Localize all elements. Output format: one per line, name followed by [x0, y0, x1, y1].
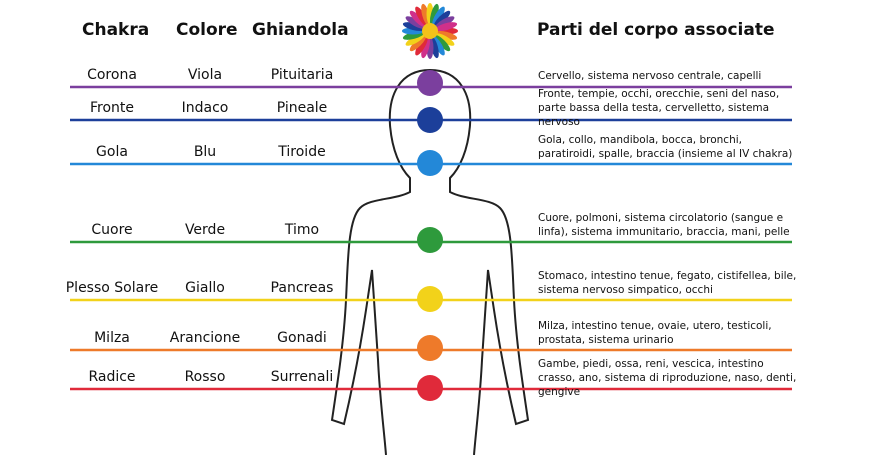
- row-ghiandola: Tiroide: [278, 144, 326, 160]
- row-colore: Giallo: [185, 280, 225, 296]
- row-parti: Cuore, polmoni, sistema circolatorio (sa…: [538, 212, 790, 238]
- chakra-dot: [417, 150, 443, 176]
- chakra-dot: [417, 286, 443, 312]
- chakra-dot: [417, 335, 443, 361]
- row-parti: Gola, collo, mandibola, bocca, bronchi, …: [538, 134, 793, 160]
- row-colore: Arancione: [169, 330, 241, 346]
- chakra-dot: [417, 375, 443, 401]
- row-chakra: Radice: [88, 369, 136, 385]
- row-ghiandola: Gonadi: [277, 330, 327, 346]
- row-ghiandola: Surrenali: [270, 369, 334, 385]
- header-parti: Parti del corpo associate: [537, 20, 775, 40]
- row-colore: Rosso: [184, 369, 226, 385]
- row-chakra: Fronte: [89, 100, 135, 116]
- mandala-icon: [402, 3, 458, 59]
- row-colore: Blu: [193, 144, 217, 160]
- chakra-dot: [417, 227, 443, 253]
- body-outline: [330, 69, 530, 455]
- row-ghiandola: Pineale: [276, 100, 328, 116]
- chakra-dot: [417, 70, 443, 96]
- row-parti: Gambe, piedi, ossa, reni, vescica, intes…: [538, 358, 797, 398]
- row-chakra: Cuore: [91, 222, 133, 238]
- row-colore: Verde: [184, 222, 226, 238]
- header-colore: Colore: [176, 20, 238, 40]
- row-parti: Milza, intestino tenue, ovaie, utero, te…: [538, 320, 772, 346]
- row-parti: Cervello, sistema nervoso centrale, cape…: [538, 70, 762, 82]
- chakra-dot: [417, 107, 443, 133]
- header-chakra: Chakra: [82, 20, 150, 40]
- row-parti: Fronte, tempie, occhi, orecchie, seni de…: [538, 88, 780, 128]
- row-chakra: Corona: [87, 67, 137, 83]
- row-chakra: Gola: [96, 144, 128, 160]
- row-ghiandola: Pancreas: [270, 280, 334, 296]
- row-colore: Indaco: [181, 100, 229, 116]
- row-ghiandola: Timo: [284, 222, 320, 238]
- header-ghiandola: Ghiandola: [252, 20, 349, 40]
- row-chakra: Plesso Solare: [65, 280, 159, 296]
- row-parti: Stomaco, intestino tenue, fegato, cistif…: [538, 270, 797, 296]
- row-colore: Viola: [187, 67, 223, 83]
- row-chakra: Milza: [94, 330, 130, 346]
- row-ghiandola: Pituitaria: [270, 67, 334, 83]
